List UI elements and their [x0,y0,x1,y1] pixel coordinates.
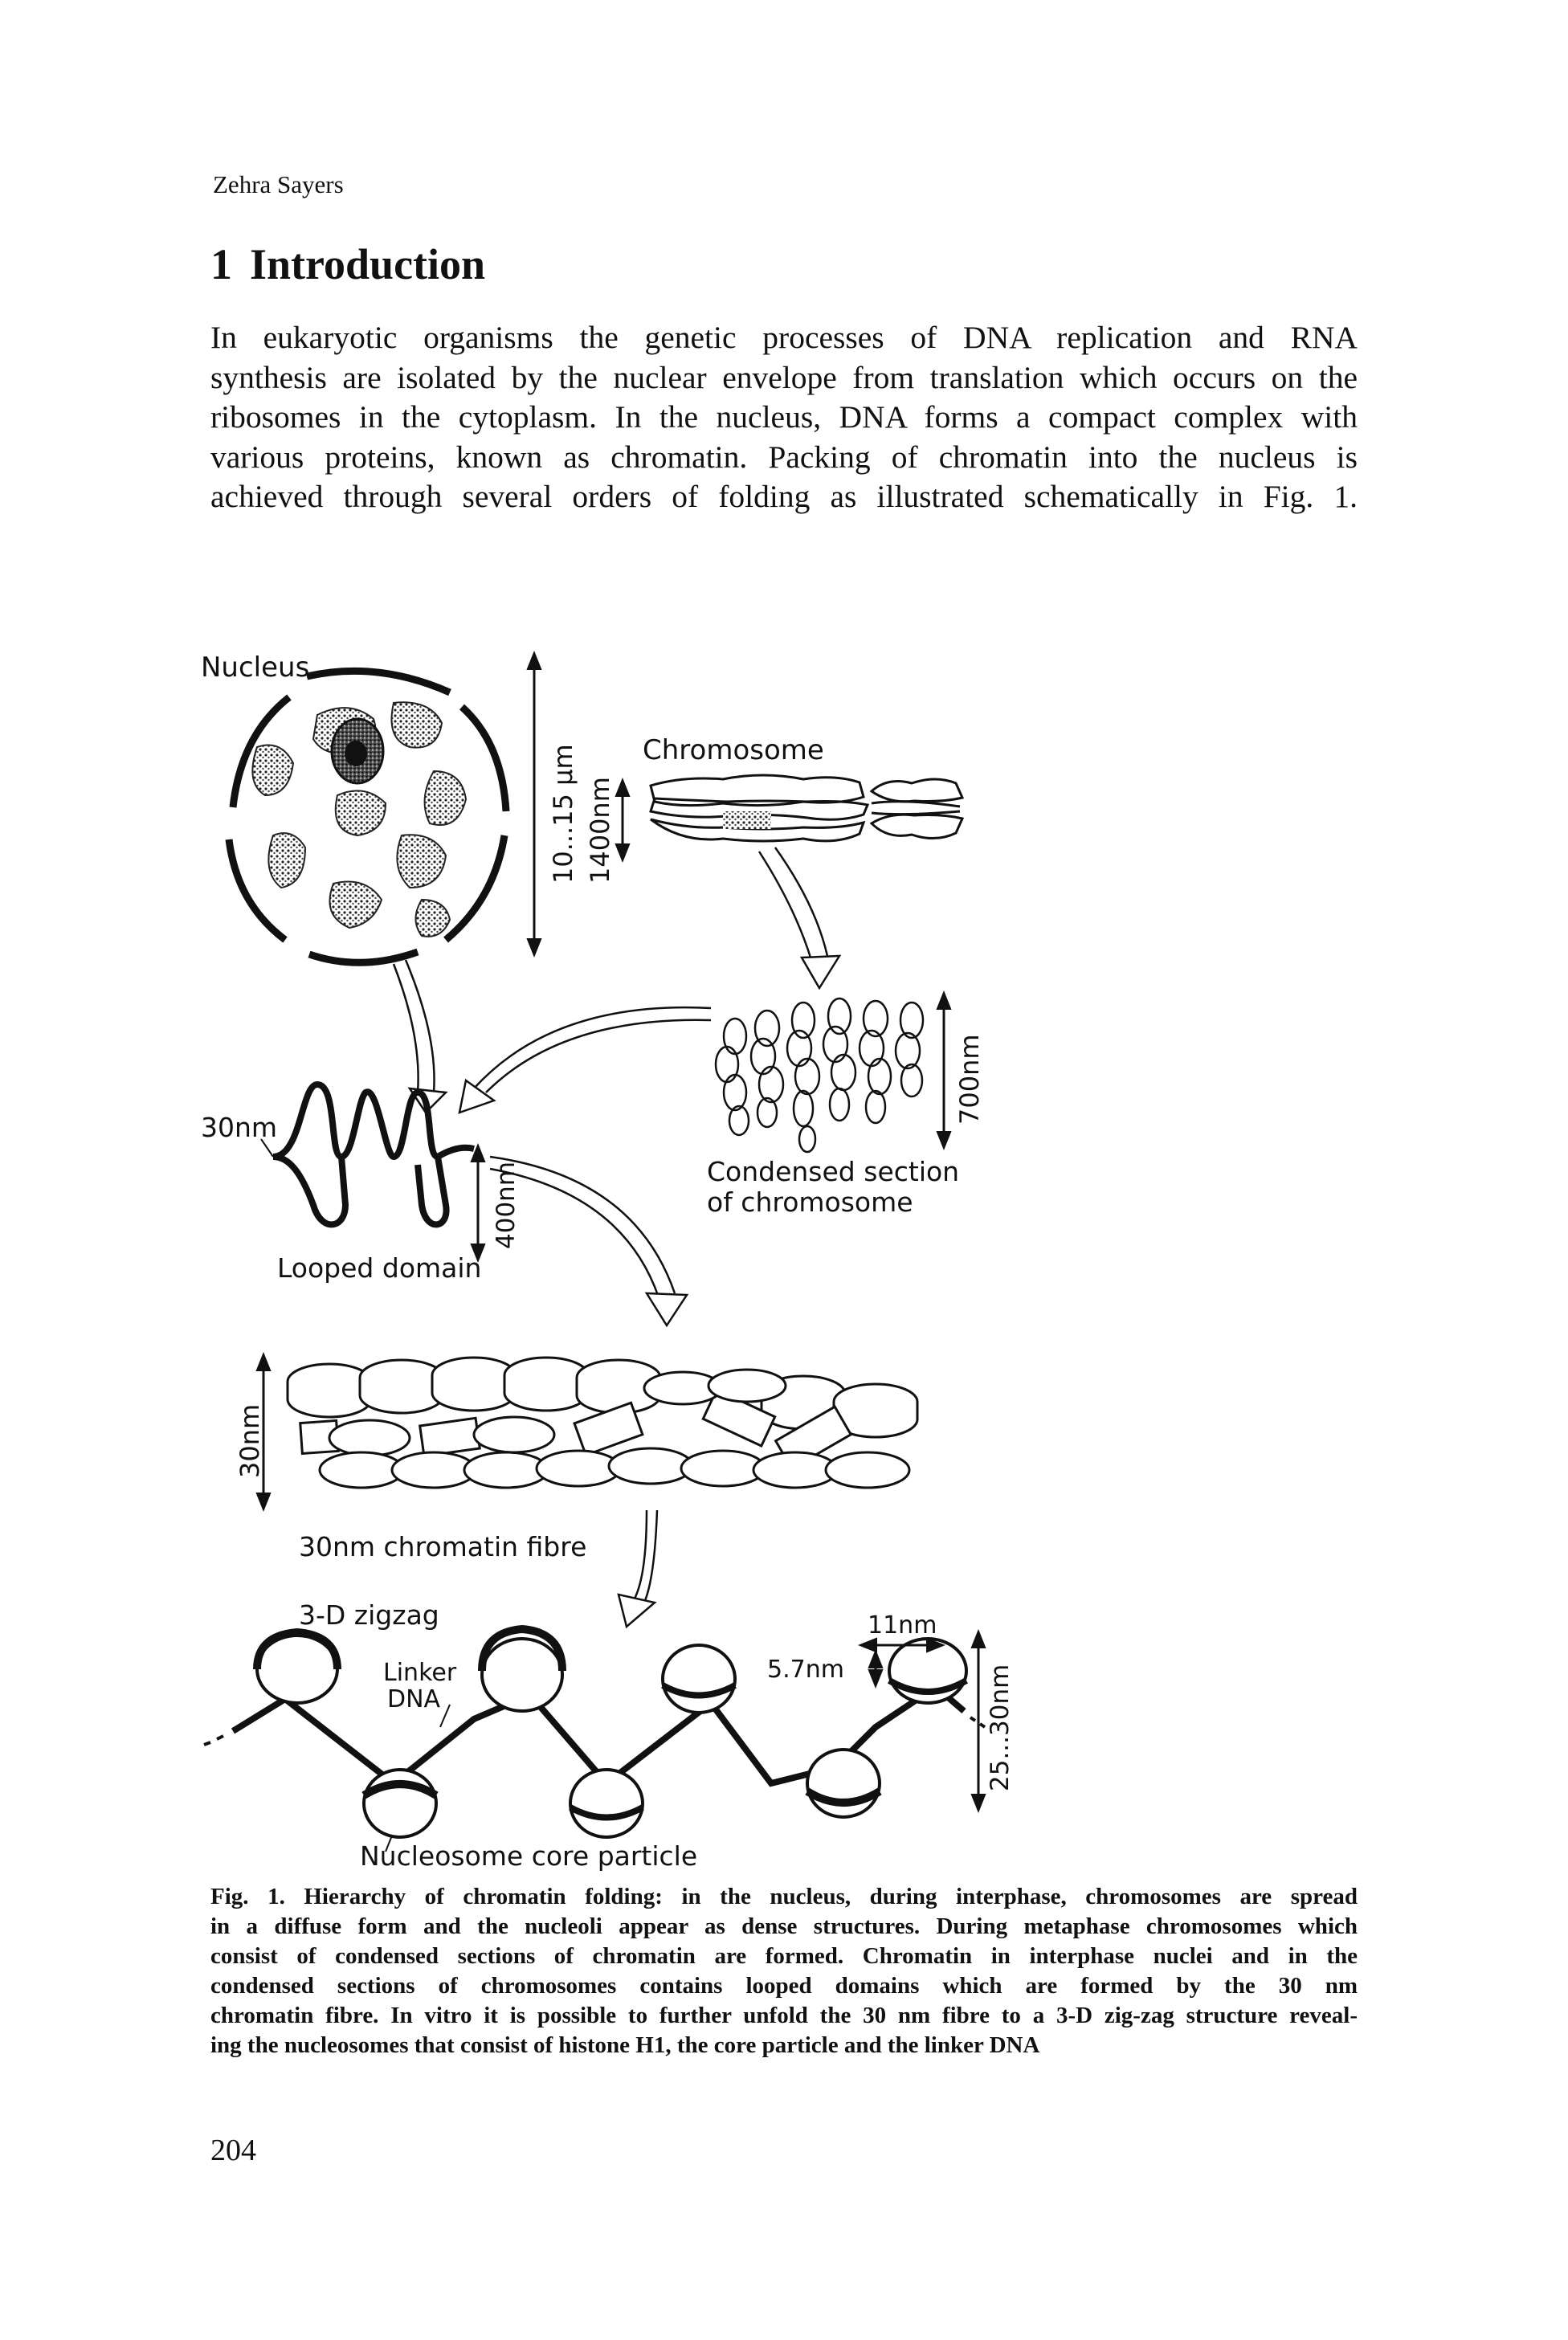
zigzag-label: 3-D zigzag [299,1599,439,1631]
chromosome-scale-label: 1400nm [585,777,615,884]
section-number: 1 [210,240,232,288]
condensed-scale-label: 700nm [954,1034,985,1125]
running-header-author: Zehra Sayers [213,170,344,198]
nuclear-envelope-arc [459,704,510,812]
chromosome-diagram: Chromosome [643,734,965,843]
zigzag-diagram: 3-D zigzag Linker DNA 11nm 5.7nm 25...30… [203,1599,1015,1872]
caption-line: in a diffuse form and the nucleoli appea… [210,1913,1358,1939]
loop-scale-label: 400nm [492,1162,521,1249]
paragraph-line: achieved through several orders of foldi… [210,479,1358,514]
chromatin-fibre-diagram: 30nm chromatin fibre [286,1356,919,1562]
fibre-label: 30nm chromatin fibre [299,1531,586,1562]
paragraph-line: synthesis are isolated by the nuclear en… [210,359,1358,395]
caption-line: condensed sections of chromosomes contai… [210,1973,1358,1999]
arrow-fibre-to-zigzag [617,1509,659,1629]
chromosome-scale-bar: 1400nm [585,777,631,884]
looped-domain-diagram: 30nm Looped domain [201,1080,481,1284]
paragraph-line: ribosomes in the cytoplasm. In the nucle… [210,399,1358,435]
section-heading: 1 Introduction [210,239,485,289]
linker-label-line2: DNA [387,1685,441,1713]
interphase-chromatin [251,701,468,937]
nucleus-diagram: Nucleus [201,651,510,966]
loop-scale-bar: 400nm [470,1143,521,1263]
chromosome-label: Chromosome [643,734,824,766]
nucleus-scale-bar: 10...15 µm [526,651,578,958]
paragraph-line: In eukaryotic organisms the genetic proc… [210,320,1358,355]
condensed-label-line2: of chromosome [707,1186,913,1218]
nuclear-envelope-arc [443,835,508,943]
caption-line: chromatin fibre. In vitro it is possible… [210,2003,1358,2028]
arrow-loop-to-fibre [489,1155,689,1328]
fibre-scale-label: 30nm [235,1404,265,1478]
loop-label: Looped domain [277,1252,481,1284]
caption-line: ing the nucleosomes that consist of hist… [210,2032,1040,2058]
fibre-top-row [286,1356,919,1439]
nuclear-envelope-arc [225,839,288,943]
caption-line: Fig. 1. Hierarchy of chromatin folding: … [210,1884,1358,1909]
nucleosome-thickness-label: 5.7nm [767,1656,844,1684]
core-particle-label: Nucleosome core particle [360,1840,697,1872]
nuclear-envelope-arc [308,948,419,966]
paragraph-line: various proteins, known as chromatin. Pa… [210,439,1358,475]
condensed-section-diagram: Condensed section of chromosome [707,997,959,1218]
intro-paragraph: In eukaryotic organisms the genetic proc… [210,318,1358,517]
condensed-label-line1: Condensed section [707,1156,959,1187]
nucleosome-width-label: 11nm [868,1611,937,1640]
nuclear-envelope-arc [306,667,451,696]
nucleus-label: Nucleus [201,651,309,684]
linker-dna-strand [231,1682,966,1788]
nucleus-scale-label: 10...15 µm [548,744,578,884]
caption-line: consist of condensed sections of chromat… [210,1943,1358,1969]
arrow-chromosome-to-condensed [757,847,842,990]
loop-width-label: 30nm [201,1112,277,1143]
page-number: 204 [210,2134,256,2167]
nuclear-envelope-arc [229,694,292,808]
arrow-condensed-to-loop [458,1006,712,1114]
fibre-bottom-row [318,1447,911,1489]
figure-caption: Fig. 1. Hierarchy of chromatin folding: … [210,1882,1358,2060]
nucleosome-core-particles [253,1624,969,1839]
fibre-middle-row [299,1387,853,1471]
linker-label-line1: Linker [383,1659,457,1687]
fibre-scale-bar: 30nm [235,1352,272,1512]
condensed-scale-bar: 700nm [936,990,985,1150]
section-title: Introduction [250,240,486,288]
loop-column [714,997,925,1154]
zigzag-scale-label: 25...30nm [986,1664,1015,1791]
